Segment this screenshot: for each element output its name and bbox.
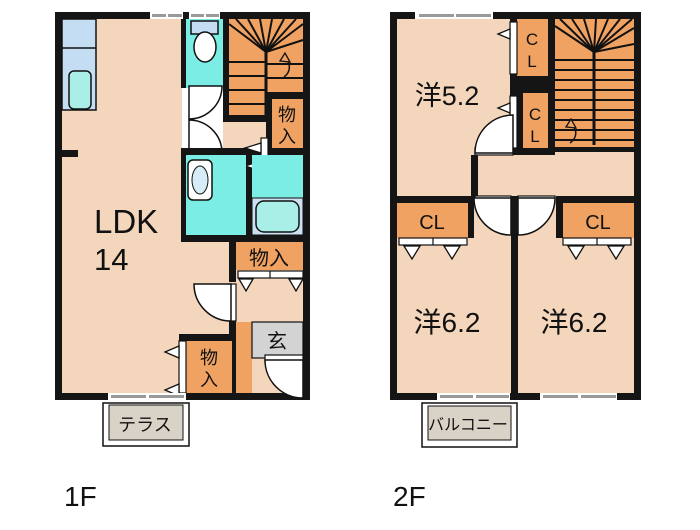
- balcony: バルコニー: [421, 402, 518, 448]
- closet-mid: [523, 93, 548, 148]
- room-left-label: 洋6.2: [414, 307, 481, 338]
- entry-door-arc: [264, 359, 304, 399]
- closet-left-label: CL: [419, 212, 445, 234]
- room-right-label: 洋6.2: [541, 307, 608, 338]
- storage-label: 入: [278, 127, 296, 147]
- closet-label: C: [529, 105, 541, 124]
- terrace: テラス: [102, 402, 190, 447]
- terrace-label: テラス: [118, 415, 172, 435]
- floor-plan-1f: テラス LDK 14 物 入 物入 物 入 玄 1F: [55, 12, 310, 512]
- shoe-cabinet: [236, 322, 252, 393]
- closet-top: [517, 19, 548, 76]
- closet-label: L: [530, 127, 539, 146]
- room52-door-arc: [474, 114, 514, 154]
- door-swing-marker: [496, 28, 511, 40]
- room-left-door-arc: [473, 197, 512, 236]
- storage-label: 入: [200, 370, 218, 390]
- folding-door-marker: [287, 278, 305, 293]
- toilet-bowl: [193, 31, 217, 63]
- storage-hall-label: 物入: [249, 247, 289, 270]
- floor1-caption: 1F: [64, 481, 97, 512]
- ldk-door-arc: [193, 283, 232, 322]
- closet-label: L: [527, 52, 536, 71]
- kitchen-sink: [68, 70, 92, 110]
- balcony-label: バルコニー: [428, 417, 508, 434]
- bathtub: [255, 200, 300, 233]
- storage-hall: [236, 242, 303, 270]
- stairs-1f: [228, 18, 304, 118]
- room-top-label: 洋5.2: [415, 81, 480, 111]
- storage-ldk: [186, 341, 232, 393]
- floor2-caption: 2F: [393, 481, 426, 512]
- windows-1f: [108, 12, 220, 400]
- toilet-door-arc: [188, 85, 223, 120]
- closet-right: [562, 203, 634, 261]
- door-swing-marker: [163, 345, 180, 359]
- door-swing-marker: [242, 142, 262, 154]
- folding-door-marker: [237, 278, 255, 293]
- room-right-door-arc: [517, 197, 556, 236]
- interior-walls-2f: [397, 12, 634, 393]
- kitchen-counter: [61, 18, 97, 111]
- entrance-label: 玄: [267, 330, 287, 353]
- closet-label: C: [526, 30, 538, 49]
- windows-2f: [415, 12, 617, 400]
- interior-walls-1f: [62, 12, 303, 393]
- ldk-size-label: 14: [94, 242, 128, 277]
- storage-label: 物: [200, 348, 218, 368]
- closet-right-label: CL: [585, 212, 611, 234]
- storage-under-stairs: [272, 99, 303, 148]
- stairs-2f: [554, 18, 635, 147]
- closet-left: [397, 203, 468, 261]
- storage-label: 物: [278, 105, 296, 125]
- door-swing-marker: [496, 102, 511, 114]
- ldk-label: LDK: [94, 203, 158, 240]
- floor-plan-2f: バルコニー 洋5.2 C L C L CL CL 洋6.2 洋6.2 2F: [390, 12, 641, 512]
- bathroom: [252, 155, 303, 198]
